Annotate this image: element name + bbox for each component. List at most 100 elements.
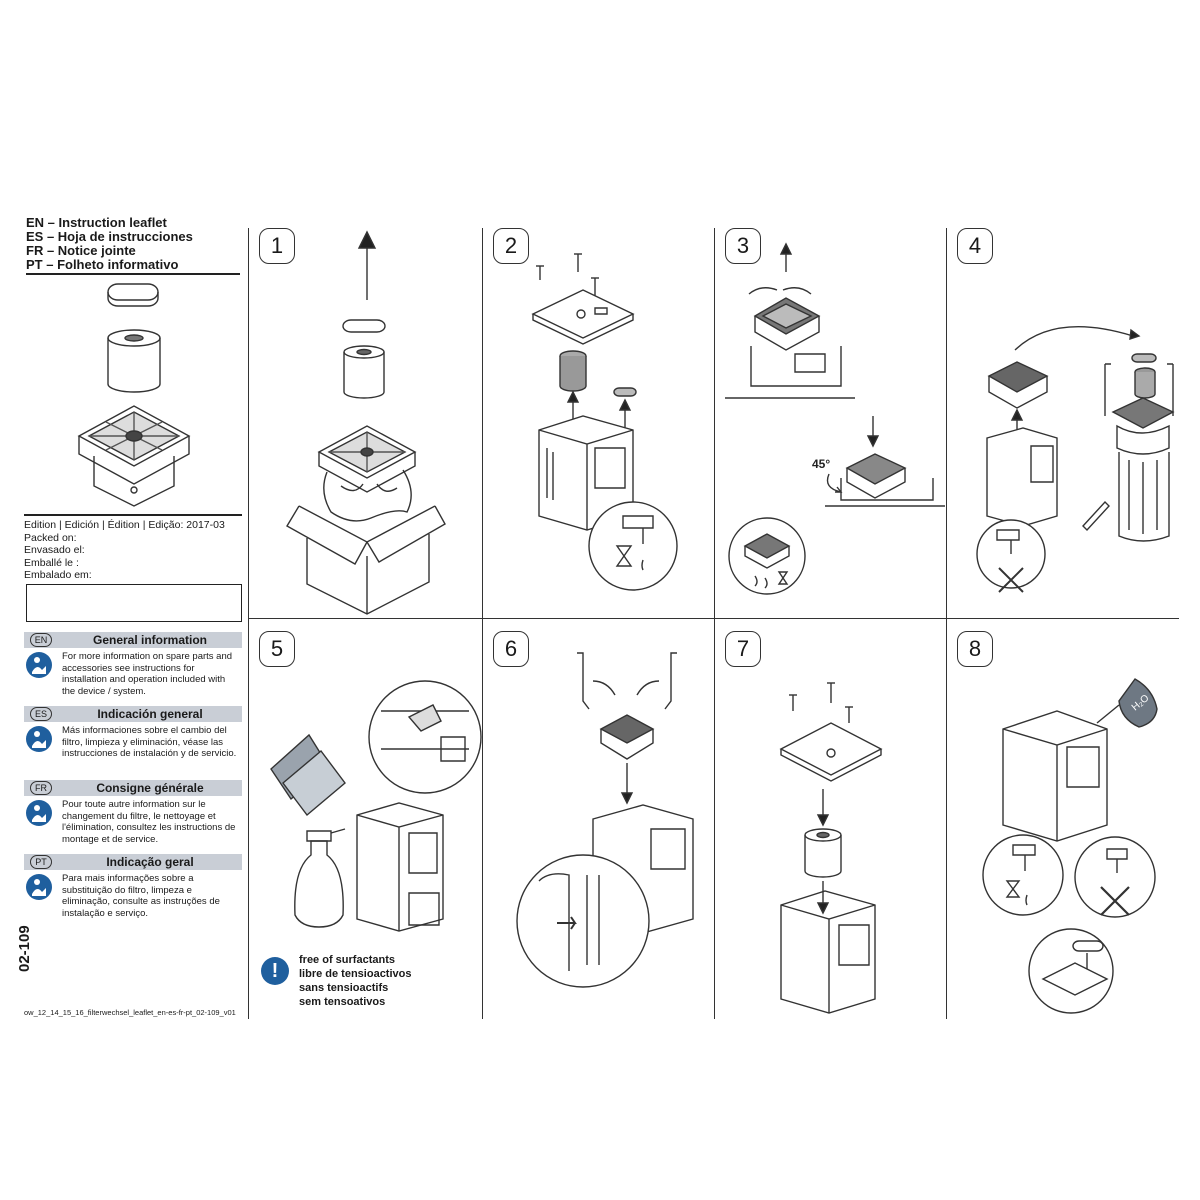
grid-divider xyxy=(714,228,715,1019)
step-number: 8 xyxy=(957,631,993,667)
lang-code-fr: FR xyxy=(30,781,52,795)
step-2-panel: 2 xyxy=(483,216,714,618)
filter-pad-icon xyxy=(342,319,386,333)
replacement-parts-illustration xyxy=(24,276,242,510)
separator-device-icon xyxy=(356,802,444,932)
note-pt: sem tensoativos xyxy=(299,996,386,1008)
info-text-en: For more information on spare parts and … xyxy=(62,651,233,697)
edition-line: Edition | Edición | Édition | Edição: 20… xyxy=(24,519,225,531)
filter-housing-icon xyxy=(599,714,655,760)
arrow-down-icon xyxy=(816,789,830,827)
note-en: free of surfactants xyxy=(299,954,395,966)
magnified-no-tap-icon xyxy=(1074,836,1156,918)
screw-icon xyxy=(789,682,853,723)
curved-arrow-icon xyxy=(1014,326,1141,351)
cleaning-cloth-icon xyxy=(270,733,346,817)
warning-icon: ! xyxy=(261,957,289,985)
lang-code-es: ES xyxy=(30,707,52,721)
packaging-bag-icon xyxy=(323,469,412,522)
read-manual-icon xyxy=(26,726,52,752)
arrow-up-icon xyxy=(357,230,377,300)
file-name: ow_12_14_15_16_filterwechsel_leaflet_en-… xyxy=(24,1008,236,1017)
filter-cartridge-icon xyxy=(559,350,587,392)
step-3-panel: 45° 3 xyxy=(715,216,946,618)
rotate-arrows-icon xyxy=(826,473,843,493)
filter-cartridge-icon xyxy=(343,345,385,399)
info-text-fr: Pour toute autre information sur le chan… xyxy=(62,799,236,845)
filter-housing-icon xyxy=(317,425,417,493)
edition-block: Edition | Edición | Édition | Edição: 20… xyxy=(24,514,242,582)
read-manual-icon xyxy=(26,874,52,900)
step-number: 7 xyxy=(725,631,761,667)
watering-can-icon: H₂O xyxy=(1096,678,1158,728)
filter-pad-icon xyxy=(107,283,159,307)
step-6-panel: 6 xyxy=(483,619,714,1019)
cover-lid-icon xyxy=(779,722,883,782)
info-title-pt: Indicação geral xyxy=(106,855,194,869)
read-manual-icon xyxy=(26,800,52,826)
step-number: 1 xyxy=(259,228,295,264)
filter-cartridge-icon xyxy=(804,828,842,878)
step-number: 6 xyxy=(493,631,529,667)
screw-icon xyxy=(536,253,599,296)
instruction-leaflet: EN – Instruction leaflet ES – Hoja de in… xyxy=(16,216,1179,1019)
left-column: EN – Instruction leaflet ES – Hoja de in… xyxy=(16,216,242,1019)
title-en: EN – Instruction leaflet xyxy=(26,215,167,230)
packed-fr: Emballé le : xyxy=(24,556,79,569)
cover-lid-icon xyxy=(531,289,635,345)
info-title-en: General information xyxy=(92,633,208,647)
magnified-drain-tap-icon xyxy=(982,834,1064,916)
step-number: 3 xyxy=(725,228,761,264)
title-pt: PT – Folheto informativo xyxy=(26,257,179,272)
filter-cartridge-icon xyxy=(1134,367,1156,399)
step-5-panel: 5 ! free of surfactants libre de tensioa… xyxy=(249,619,482,1019)
info-sections: EN General information For more informat… xyxy=(24,628,242,924)
separator-device-icon xyxy=(750,346,842,387)
lang-code-pt: PT xyxy=(30,855,52,869)
title-es: ES – Hoja de instrucciones xyxy=(26,229,193,244)
filter-cartridge-icon xyxy=(107,329,161,393)
filter-housing-icon xyxy=(77,405,191,507)
filter-housing-icon xyxy=(753,297,821,351)
magnified-pad-insert-icon xyxy=(1028,928,1114,1014)
info-header-en: EN General information xyxy=(24,632,242,648)
note-es: libre de tensioactivos xyxy=(299,968,412,980)
info-header-fr: FR Consigne générale xyxy=(24,780,242,796)
arrow-down-icon xyxy=(620,763,634,805)
retaining-clip-icon xyxy=(1104,363,1174,416)
waste-bin-icon xyxy=(1082,397,1175,542)
curved-arrow-icon xyxy=(592,680,660,696)
grid-divider xyxy=(248,618,1179,619)
magnified-drain-tap-icon xyxy=(588,501,678,591)
grid-divider xyxy=(946,228,947,1019)
step-8-panel: H₂O xyxy=(947,619,1179,1019)
lang-code-en: EN xyxy=(30,633,52,647)
info-text-pt: Para mais informações sobre a substituiç… xyxy=(62,873,220,919)
filter-pad-icon xyxy=(1131,353,1157,363)
info-title-es: Indicación general xyxy=(97,707,203,721)
packed-es: Envasado el: xyxy=(24,544,85,556)
magnified-clip-icon xyxy=(516,854,650,988)
angle-label: 45° xyxy=(812,457,830,471)
info-body-en: For more information on spare parts and … xyxy=(24,648,242,702)
magnified-cleaning-icon xyxy=(728,517,806,595)
step-7-panel: 7 xyxy=(715,619,946,1019)
step-4-panel: 4 xyxy=(947,216,1179,618)
arrow-down-icon xyxy=(866,416,880,448)
info-body-es: Más informaciones sobre el cambio del fi… xyxy=(24,722,242,776)
packed-en: Packed on: xyxy=(24,531,77,544)
read-manual-icon xyxy=(26,652,52,678)
grid-divider xyxy=(482,228,483,1019)
info-header-es: ES Indicación general xyxy=(24,706,242,722)
separator-device-icon xyxy=(986,427,1058,527)
language-titles: EN – Instruction leaflet ES – Hoja de in… xyxy=(26,216,240,275)
note-fr: sans tensioactifs xyxy=(299,982,389,994)
step-number: 5 xyxy=(259,631,295,667)
filter-housing-icon xyxy=(840,453,934,501)
info-body-pt: Para mais informações sobre a substituiç… xyxy=(24,870,242,924)
info-title-fr: Consigne générale xyxy=(96,781,204,795)
filter-housing-icon xyxy=(987,361,1049,409)
packing-date-box xyxy=(26,584,242,622)
step-number: 2 xyxy=(493,228,529,264)
spray-bottle-icon xyxy=(294,828,346,928)
